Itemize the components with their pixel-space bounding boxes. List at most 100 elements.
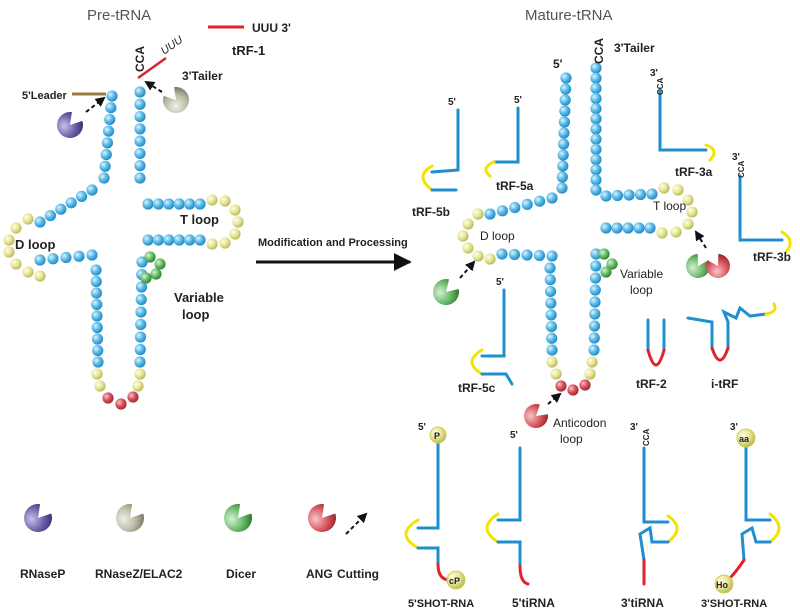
cutting-arrow xyxy=(459,260,476,279)
rnasep-enzyme xyxy=(57,112,83,138)
stem-bead xyxy=(134,147,146,160)
stem-bead xyxy=(91,298,103,311)
itrf-strand xyxy=(686,316,714,350)
stem-bead xyxy=(496,248,508,260)
stem-bead xyxy=(590,174,602,186)
trf5a-5prime: 5' xyxy=(514,95,522,106)
stem-bead xyxy=(558,116,571,128)
pre-cca-label: CCA xyxy=(133,46,147,72)
anticodon-stem-loop-bead xyxy=(550,368,562,380)
stem-bead xyxy=(484,208,496,220)
stem-bead xyxy=(558,127,570,139)
stem-bead xyxy=(634,188,647,201)
anticodon-bead xyxy=(555,380,567,392)
t-loop-bead xyxy=(658,182,670,194)
t-loop-bead xyxy=(206,238,218,250)
stem-bead xyxy=(600,190,612,202)
stem-bead xyxy=(508,248,521,261)
anticodon-bead xyxy=(567,384,579,396)
tirna5-strand xyxy=(496,446,522,522)
mature-d-loop-label: D loop xyxy=(480,229,515,243)
t-loop-bead xyxy=(682,218,694,230)
stem-bead xyxy=(544,285,557,298)
d-loop-bead xyxy=(457,230,469,242)
phosphate-5prime xyxy=(429,426,447,444)
tailer-sequence xyxy=(137,56,167,80)
pre-d-loop-label: D loop xyxy=(15,237,55,252)
stem-bead xyxy=(106,90,118,102)
mature-t-loop-label: T loop xyxy=(653,199,686,213)
stem-bead xyxy=(100,148,112,161)
mature-trna-structure xyxy=(457,62,698,396)
stem-bead xyxy=(55,203,67,215)
trf5b-label: tRF-5b xyxy=(412,205,450,219)
ang-enzyme xyxy=(524,404,548,428)
ang-icon xyxy=(308,504,336,532)
stem-bead xyxy=(534,195,546,207)
stem-bead xyxy=(173,234,185,246)
variable-loop-bead xyxy=(598,248,610,260)
tirna3-loop xyxy=(666,514,679,544)
trf3a-strand xyxy=(658,88,708,152)
stem-bead xyxy=(134,343,146,356)
pre-uuu-label: UUU xyxy=(159,34,185,58)
shot3-strand xyxy=(744,446,772,522)
stem-bead xyxy=(98,172,110,184)
stem-bead xyxy=(559,94,571,106)
rnasez-icon xyxy=(116,504,144,532)
trf5c-label: tRF-5c xyxy=(458,381,496,395)
stem-bead xyxy=(590,72,602,84)
stem-bead xyxy=(545,309,557,321)
stem-bead xyxy=(90,264,102,276)
aa-label: aa xyxy=(739,434,750,444)
stem-bead xyxy=(560,83,572,95)
stem-bead xyxy=(135,293,147,306)
mature-trna-title: Mature-tRNA xyxy=(525,7,613,24)
trf2-label: tRF-2 xyxy=(636,377,667,391)
pre-tailer-label: 3'Tailer xyxy=(182,69,223,83)
shot3-3prime: 3' xyxy=(730,422,738,433)
t-loop-bead xyxy=(682,194,694,206)
stem-bead xyxy=(134,110,146,123)
mature-5prime-label: 5' xyxy=(553,57,563,71)
stem-bead xyxy=(34,254,46,266)
stem-bead xyxy=(194,198,206,210)
stem-bead xyxy=(134,98,146,110)
stem-bead xyxy=(99,160,111,172)
legend-dicer-label: Dicer xyxy=(226,567,256,581)
stem-bead xyxy=(184,198,196,210)
anticodon-stem-loop-bead xyxy=(546,356,558,368)
trf3a-cca: CCA xyxy=(656,77,665,95)
shot3-label: 3'SHOT-RNA xyxy=(701,598,767,610)
trf5a-strand xyxy=(492,106,520,164)
trf5c-loop xyxy=(470,348,484,376)
stem-bead xyxy=(611,189,624,202)
variable-loop-bead xyxy=(150,268,162,280)
stem-bead xyxy=(173,198,185,210)
trf2-loop xyxy=(646,348,666,367)
ho-label: Ho xyxy=(716,580,728,590)
anticodon-bead xyxy=(127,391,139,403)
tirna3-strand xyxy=(642,446,670,524)
stem-bead xyxy=(590,133,602,145)
d-loop-bead xyxy=(472,250,484,262)
tirna5-red xyxy=(518,564,530,586)
stem-bead xyxy=(590,82,602,94)
shot5-strand-2 xyxy=(416,546,440,566)
itrf-loop xyxy=(764,302,777,316)
anticodon-bead xyxy=(579,379,591,391)
t-loop-bead xyxy=(232,216,244,228)
p-label: P xyxy=(434,431,440,441)
stem-bead xyxy=(135,318,147,331)
d-loop-bead xyxy=(22,213,34,225)
t-loop-bead xyxy=(229,204,241,216)
stem-bead xyxy=(590,184,602,196)
dicer-icon xyxy=(224,504,252,532)
stem-bead xyxy=(135,281,148,293)
rnasep-icon xyxy=(24,504,52,532)
stem-bead xyxy=(611,222,623,234)
stem-bead xyxy=(644,222,656,234)
d-loop-bead xyxy=(462,242,474,254)
